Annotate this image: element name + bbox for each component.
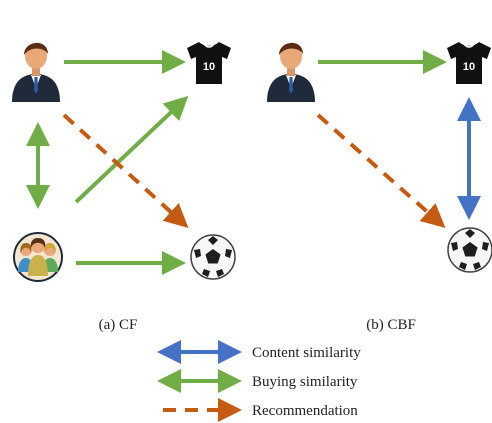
caption-cf: (a) CF xyxy=(99,317,138,333)
user-group-icon xyxy=(13,232,63,282)
recommendation-arrow-user-to-ball xyxy=(316,113,446,228)
soccer-ball-icon xyxy=(447,227,492,273)
legend-buying-label: Buying similarity xyxy=(252,374,358,390)
user-icon xyxy=(12,42,60,102)
panel-cf: 10 (a) CF xyxy=(12,41,236,333)
legend-content-label: Content similarity xyxy=(252,345,361,361)
buying-arrow-group-to-jersey xyxy=(74,95,189,204)
jersey-number: 10 xyxy=(203,61,215,73)
recommendation-arrow-user-to-ball xyxy=(62,113,189,229)
legend: Content similarity Buying similarity Rec… xyxy=(157,340,361,422)
jersey-icon: 10 xyxy=(186,41,232,85)
jersey-number: 10 xyxy=(463,61,475,73)
panel-cbf: 10 (b) CBF xyxy=(267,41,492,333)
jersey-icon: 10 xyxy=(446,41,492,85)
legend-recommendation-label: Recommendation xyxy=(252,403,358,419)
user-icon xyxy=(267,42,315,102)
soccer-ball-icon xyxy=(190,234,236,280)
caption-cbf: (b) CBF xyxy=(366,317,416,333)
